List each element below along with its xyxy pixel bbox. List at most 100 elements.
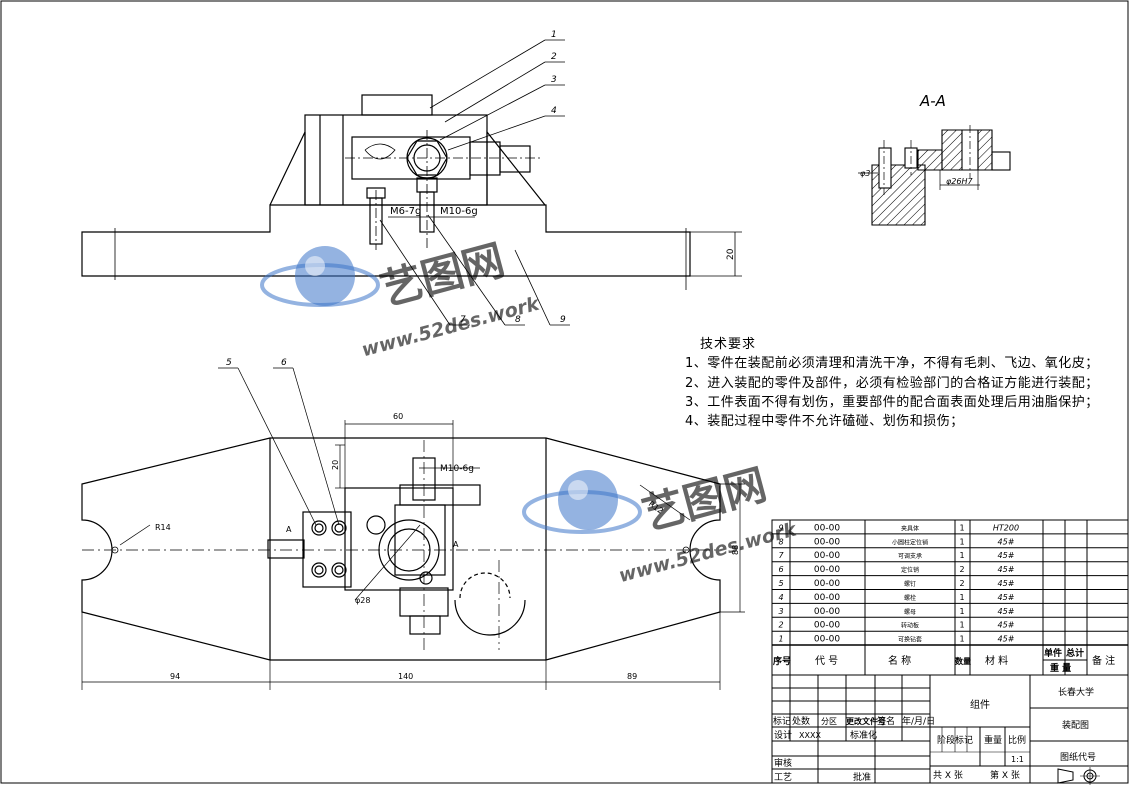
title-block-text: 标记 处数 分区 更改文件号 签名 年/月/日 设计 XXXX 标准化 审核 工… xyxy=(773,686,1096,783)
dim-plan-89: 89 xyxy=(627,672,637,681)
dim-plan-d28: φ28 xyxy=(355,596,370,605)
bom-cell-material: 45# xyxy=(998,551,1015,560)
tb-process: 工艺 xyxy=(774,772,792,783)
tb-sheet-no: 第 X 张 xyxy=(990,769,1020,781)
bom-cell-name: 螺母 xyxy=(904,608,916,616)
bom-cell-material: 45# xyxy=(998,565,1015,574)
bom-cell-name: 转动板 xyxy=(901,622,919,630)
tb-assembly: 组件 xyxy=(970,698,990,711)
tech-requirement-1: 1、零件在装配前必须清理和清洗干净，不得有毛刺、飞边、氧化皮； xyxy=(685,356,1099,371)
tb-drawing-code: 图纸代号 xyxy=(1060,751,1096,763)
callout-1: 1 xyxy=(551,30,557,40)
bom-cell-qty: 1 xyxy=(959,635,964,644)
bom-cell-material: 45# xyxy=(998,579,1015,588)
tb-standard: 标准化 xyxy=(850,729,877,741)
callout-3: 3 xyxy=(551,75,557,85)
tb-approve: 批准 xyxy=(853,771,871,783)
tb-school: 长春大学 xyxy=(1058,686,1094,698)
bom-cell-code: 00-00 xyxy=(814,621,840,631)
tb-design-value: XXXX xyxy=(799,731,821,740)
bom-cell-code: 00-00 xyxy=(814,607,840,617)
bom-cell-name: 定位销 xyxy=(901,566,919,574)
bom-cell-name: 螺栓 xyxy=(904,594,916,602)
watermark-logo-1 xyxy=(260,246,380,307)
projection-symbol xyxy=(1057,767,1100,785)
bom-cell-seq: 4 xyxy=(778,593,783,602)
dim-m6: M6-7g xyxy=(390,206,421,217)
bom-cell-code: 00-00 xyxy=(814,635,840,645)
tech-requirements-title: 技术要求 xyxy=(700,337,757,352)
callout-9: 9 xyxy=(560,315,566,325)
callout-8: 8 xyxy=(515,315,521,325)
bom-cell-material: 45# xyxy=(998,537,1015,546)
dim-m10-front: M10-6g xyxy=(440,206,478,217)
bom-header-weight: 重 量 xyxy=(1050,662,1071,674)
bom-cell-qty: 1 xyxy=(959,621,964,630)
bom-cell-qty: 2 xyxy=(959,565,964,574)
dim-plan-r14: R14 xyxy=(155,523,171,532)
bom-row: 2 00-00 转动板 1 45# xyxy=(778,621,1014,631)
bom-cell-code: 00-00 xyxy=(814,565,840,575)
bom-cell-seq: 2 xyxy=(778,621,783,630)
bom-cell-name: 可换钻套 xyxy=(898,636,922,644)
tb-zone: 分区 xyxy=(821,717,837,726)
bom-cell-seq: 3 xyxy=(778,607,783,616)
bom-header-qty: 数量 xyxy=(955,656,971,666)
tech-requirement-3: 3、工件表面不得有划伤，重要部件的配合面表面处理后用油脂保护； xyxy=(685,395,1099,410)
tb-sign: 签名 xyxy=(877,715,895,727)
tb-scale: 比例 xyxy=(1008,734,1026,746)
tb-sheets-total: 共 X 张 xyxy=(933,770,963,781)
bom-header-code: 代 号 xyxy=(815,655,838,667)
bom-cell-seq: 7 xyxy=(778,551,784,560)
plan-view xyxy=(81,367,745,690)
dim-plan-94: 94 xyxy=(170,672,180,681)
dim-plan-20: 20 xyxy=(331,460,340,470)
bom-cell-qty: 1 xyxy=(959,537,964,546)
dim-plan-60: 60 xyxy=(393,412,403,421)
bom-cell-material: 45# xyxy=(998,607,1015,616)
tb-count: 处数 xyxy=(792,715,810,727)
bom-cell-code: 00-00 xyxy=(814,593,840,603)
bom-header: 序号 代 号 名 称 数量 材 料 单件 总计 重 量 备 注 xyxy=(773,647,1115,674)
bom-cell-material: 45# xyxy=(998,635,1015,644)
callout-7: 7 xyxy=(460,315,466,325)
bom-cell-qty: 2 xyxy=(959,579,964,588)
bom-cell-name: 可调支承 xyxy=(898,552,922,560)
callout-6: 6 xyxy=(281,358,287,368)
tb-stage: 阶段标记 xyxy=(937,734,973,746)
dim-front-20: 20 xyxy=(726,248,736,260)
bom-cell-qty: 1 xyxy=(959,551,964,560)
tb-weight: 重量 xyxy=(984,734,1002,746)
front-leaders xyxy=(379,39,570,326)
tb-mark: 标记 xyxy=(773,715,791,727)
section-view xyxy=(858,125,1011,226)
tb-design: 设计 xyxy=(774,729,792,741)
bom-header-seq: 序号 xyxy=(773,655,791,667)
bom-header-name: 名 称 xyxy=(888,654,911,667)
tb-date: 年/月/日 xyxy=(902,715,935,727)
tech-requirement-4: 4、装配过程中零件不允许磕碰、划伤和损伤； xyxy=(685,414,964,429)
callout-5: 5 xyxy=(226,358,232,368)
bom-cell-qty: 1 xyxy=(959,593,964,602)
bom-cell-seq: 5 xyxy=(778,579,783,588)
bom-header-total: 总计 xyxy=(1066,647,1084,659)
bom-cell-code: 00-00 xyxy=(814,537,840,547)
tb-drawing-name: 装配图 xyxy=(1062,719,1089,731)
bom-cell-code: 00-00 xyxy=(814,523,840,533)
dim-plan-140: 140 xyxy=(398,672,413,681)
bom-header-unit: 单件 xyxy=(1044,647,1062,659)
dim-section-d26: φ26H7 xyxy=(946,177,973,186)
bom-cell-material: 45# xyxy=(998,593,1015,602)
bom-cell-seq: 9 xyxy=(778,523,783,532)
bom-cell-code: 00-00 xyxy=(814,551,840,561)
bom-cell-seq: 8 xyxy=(778,537,783,546)
bom-cell-material: 45# xyxy=(998,621,1015,630)
